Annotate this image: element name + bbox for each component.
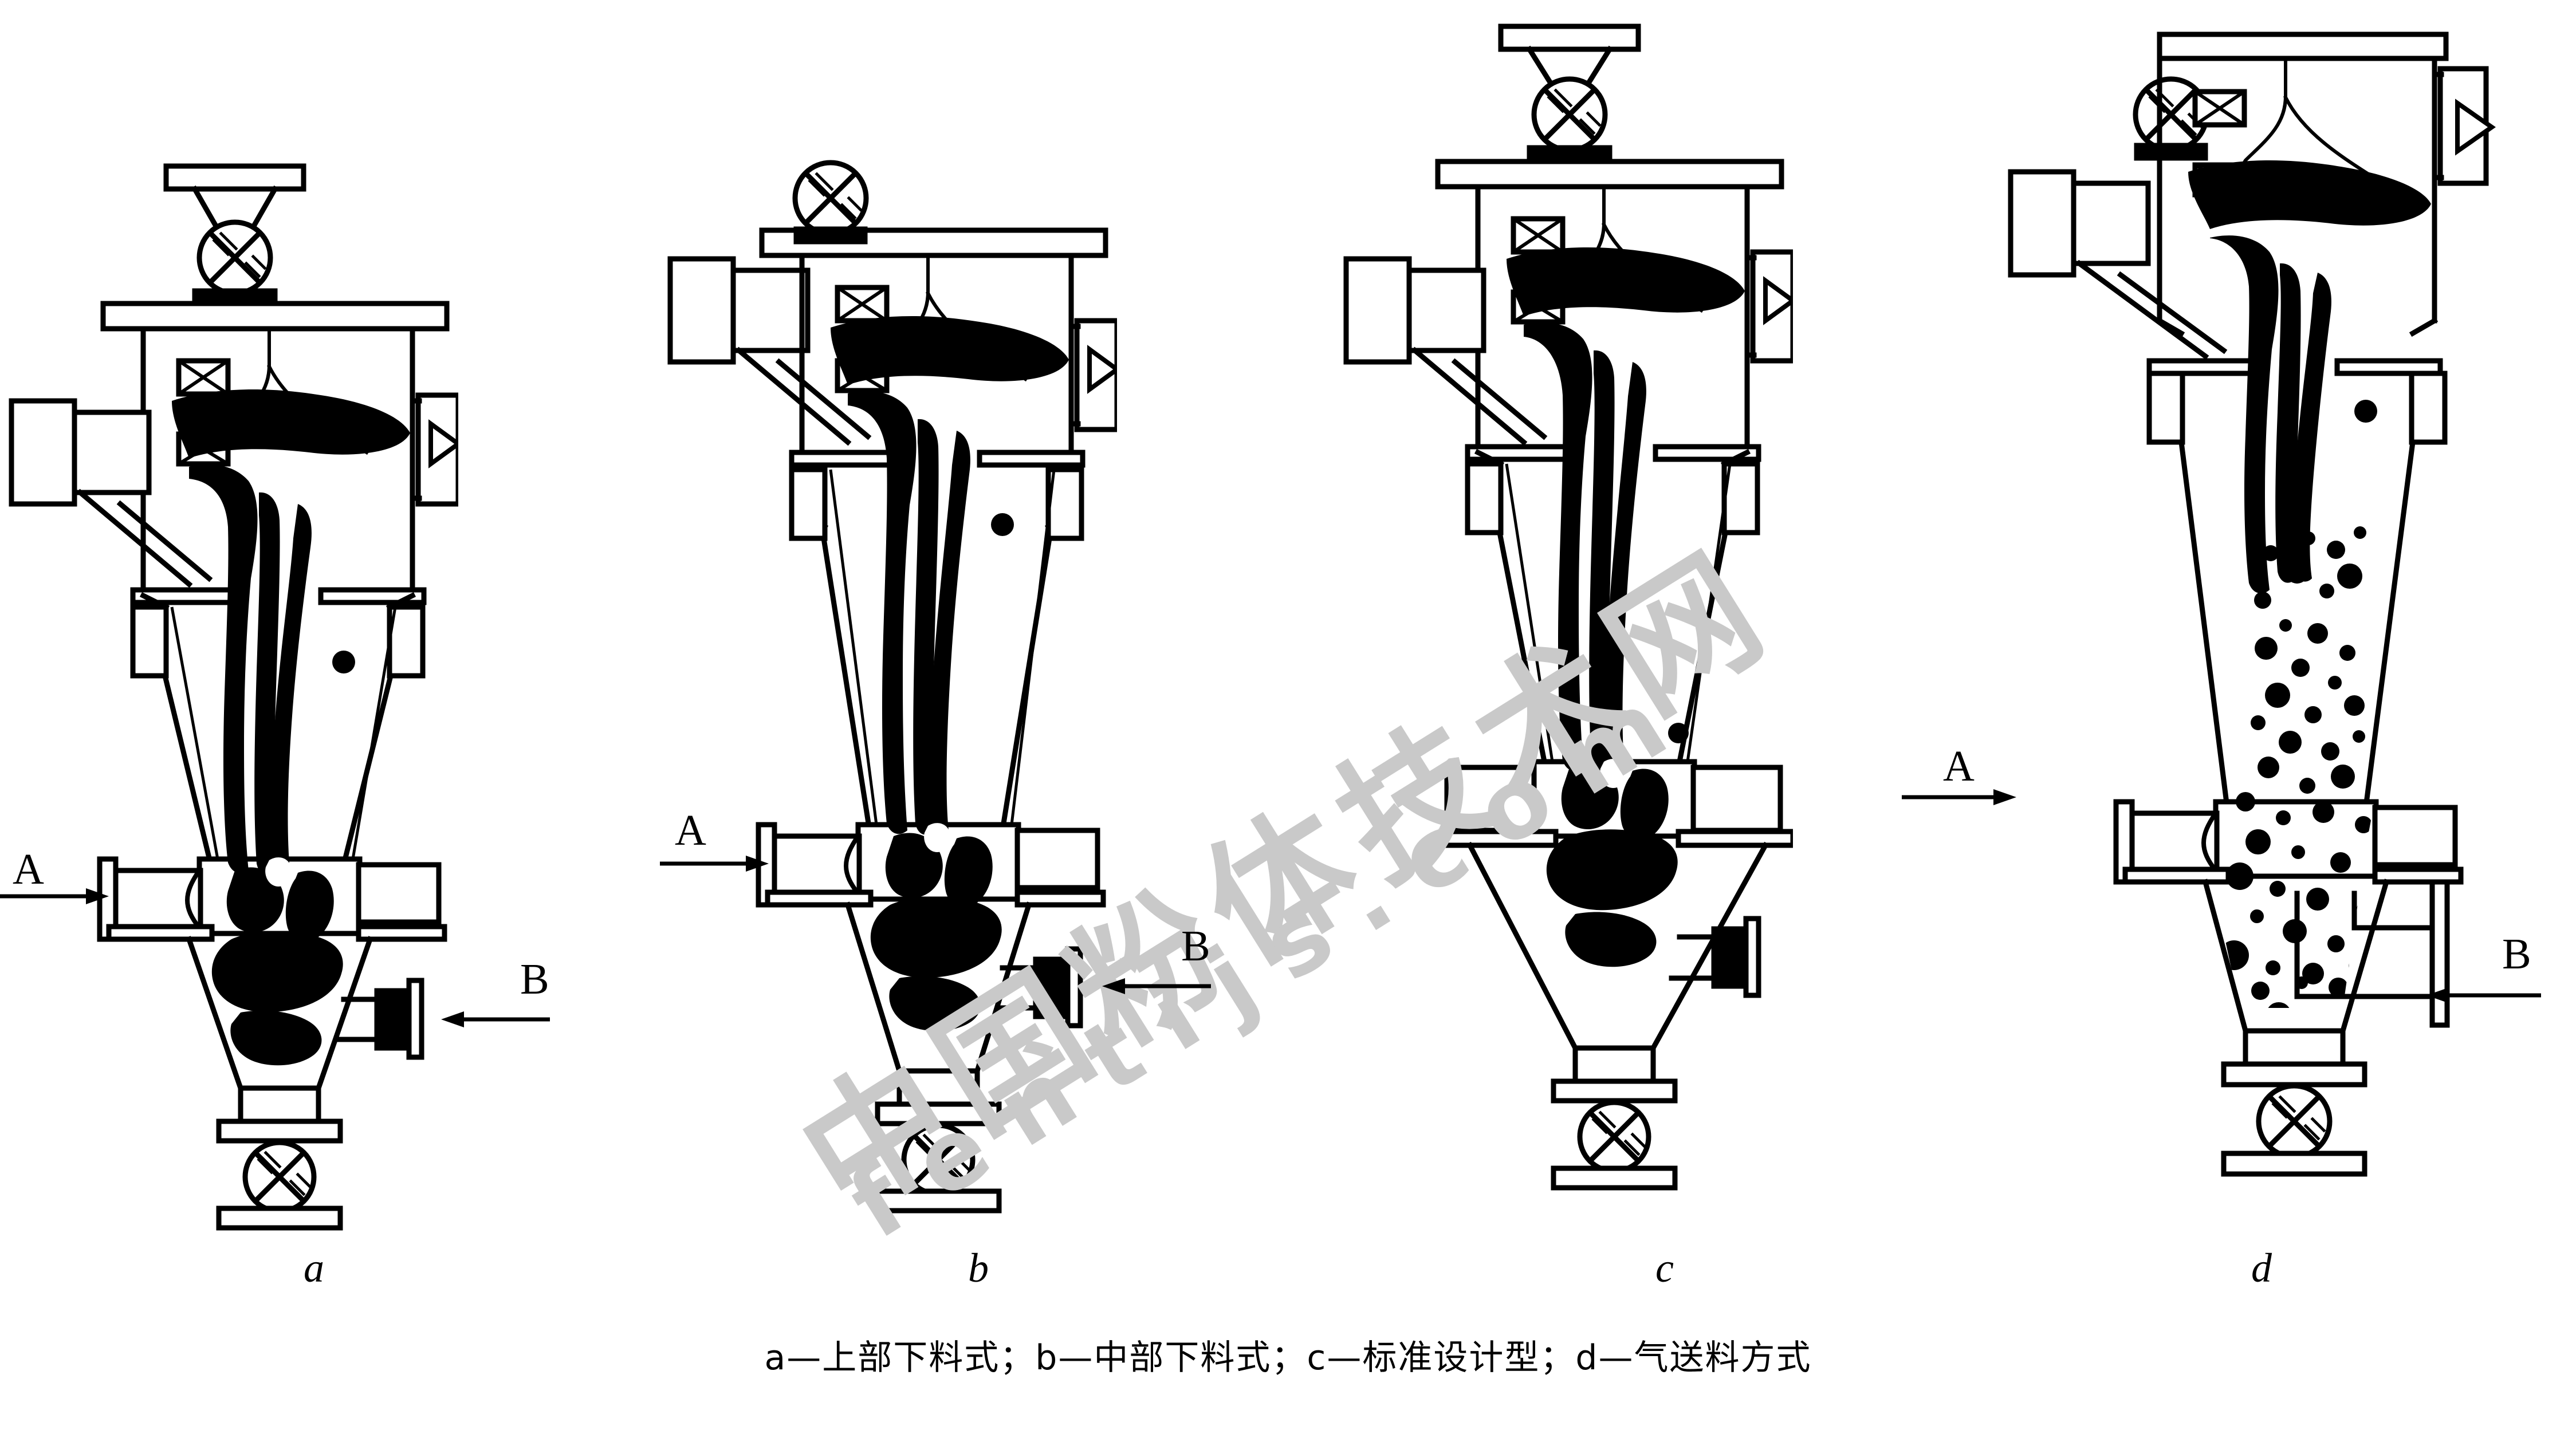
panel-b-outlet-arrow-icon [1102, 978, 1211, 994]
panel-b-outlet-label: B [1181, 922, 1210, 970]
powder-streaks-b [831, 316, 1069, 1031]
panel-a-drawing [9, 163, 458, 1231]
panel-b-drawing [667, 160, 1117, 1214]
panel-b-sub-label: b [968, 1245, 989, 1291]
panel-a-outlet-label: B [520, 955, 549, 1003]
powder-speckles-d [2219, 526, 2412, 1008]
panel-a-sub-label: a [304, 1245, 324, 1291]
panel-d-inlet-arrow-icon [1902, 789, 2016, 805]
panel-d-drawing [2008, 31, 2496, 1177]
panel-a-outlet-arrow-icon [441, 1011, 550, 1027]
panel-d-inlet-label: A [1943, 742, 1975, 790]
powder-streaks-a [172, 389, 410, 1066]
powder-streaks-c [1507, 247, 1745, 967]
panel-b-inlet-arrow-icon [660, 856, 769, 872]
panel-c-drawing [1343, 23, 1793, 1191]
panel-b-inlet-label: A [675, 806, 706, 854]
figure-caption: a—上部下料式；b—中部下料式；c—标准设计型；d—气送料方式 [764, 1338, 1812, 1378]
panel-d-sub-label: d [2251, 1245, 2272, 1291]
powder-streaks-d [2188, 160, 2431, 594]
panel-d-outlet-label: B [2502, 930, 2531, 978]
panel-a-inlet-arrow-icon [0, 888, 109, 904]
panel-a-inlet-label: A [13, 845, 44, 893]
panel-d-outlet-arrow-icon [2426, 987, 2541, 1003]
panel-c-sub-label: c [1655, 1245, 1674, 1291]
